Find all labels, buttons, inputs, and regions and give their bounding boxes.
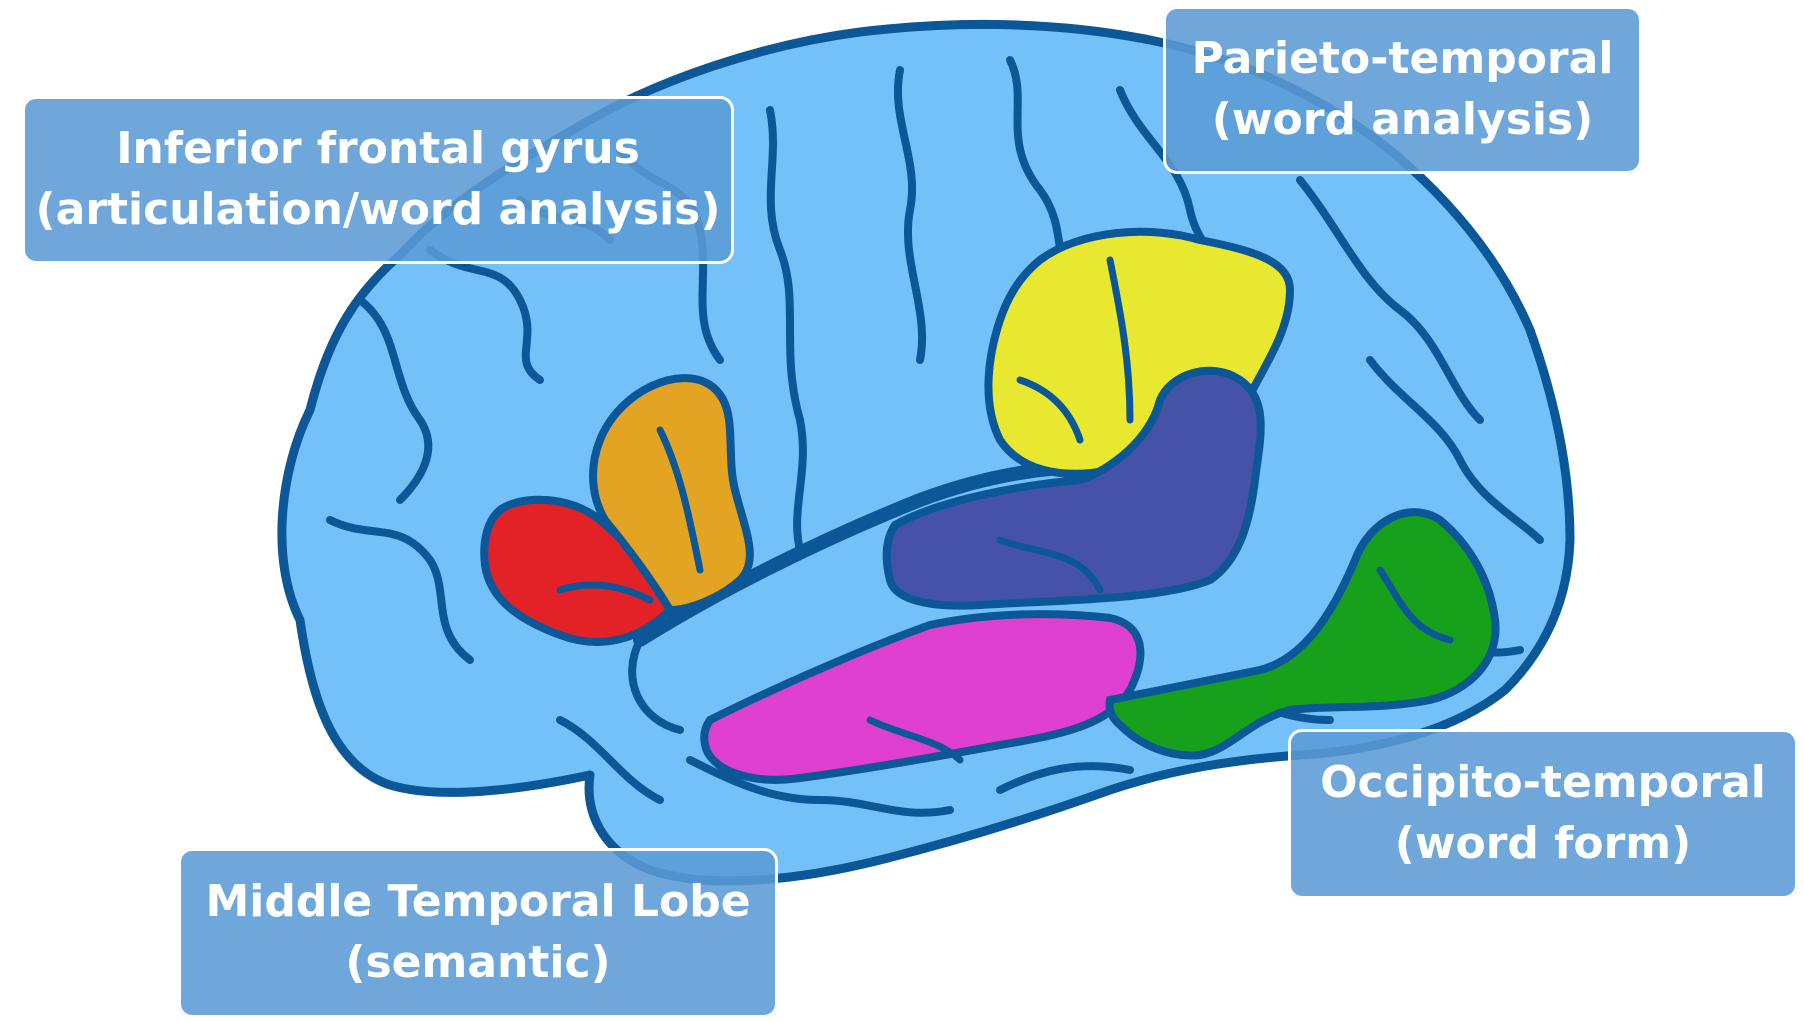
parieto-temporal-function: (word analysis) [1211, 94, 1594, 145]
occipito-temporal-box-bg [1288, 729, 1798, 899]
inferior-frontal-box-bg [22, 96, 734, 264]
middle-temporal-title: Middle Temporal Lobe [205, 876, 751, 928]
occipito-temporal-green-region [1105, 508, 1500, 760]
inferior-frontal-function: (articulation/word analysis) [35, 184, 721, 235]
middle-temporal-function: (semantic) [345, 937, 611, 988]
brain-regions [480, 227, 1500, 784]
parieto-temporal-box-bg [1163, 6, 1642, 174]
inferior-frontal-title: Inferior frontal gyrus [116, 123, 640, 175]
occipito-temporal-function: (word form) [1394, 818, 1692, 869]
parieto-temporal-label: Parieto-temporal (word analysis) [1163, 6, 1642, 174]
inferior-frontal-orange-region [589, 374, 754, 615]
region-sulci [556, 256, 1454, 764]
middle-temporal-lobe-label: Middle Temporal Lobe (semantic) [178, 848, 778, 1018]
label-box-backgrounds [22, 6, 1798, 1018]
parieto-temporal-purple-region [882, 366, 1265, 610]
parieto-temporal-title: Parieto-temporal [1191, 33, 1614, 85]
inferior-frontal-gyrus-label: Inferior frontal gyrus (articulation/wor… [22, 96, 734, 264]
occipito-temporal-label: Occipito-temporal (word form) [1288, 729, 1798, 899]
middle-temporal-box-bg [178, 848, 778, 1018]
occipito-temporal-title: Occipito-temporal [1320, 757, 1766, 809]
inferior-frontal-red-region [480, 495, 675, 646]
